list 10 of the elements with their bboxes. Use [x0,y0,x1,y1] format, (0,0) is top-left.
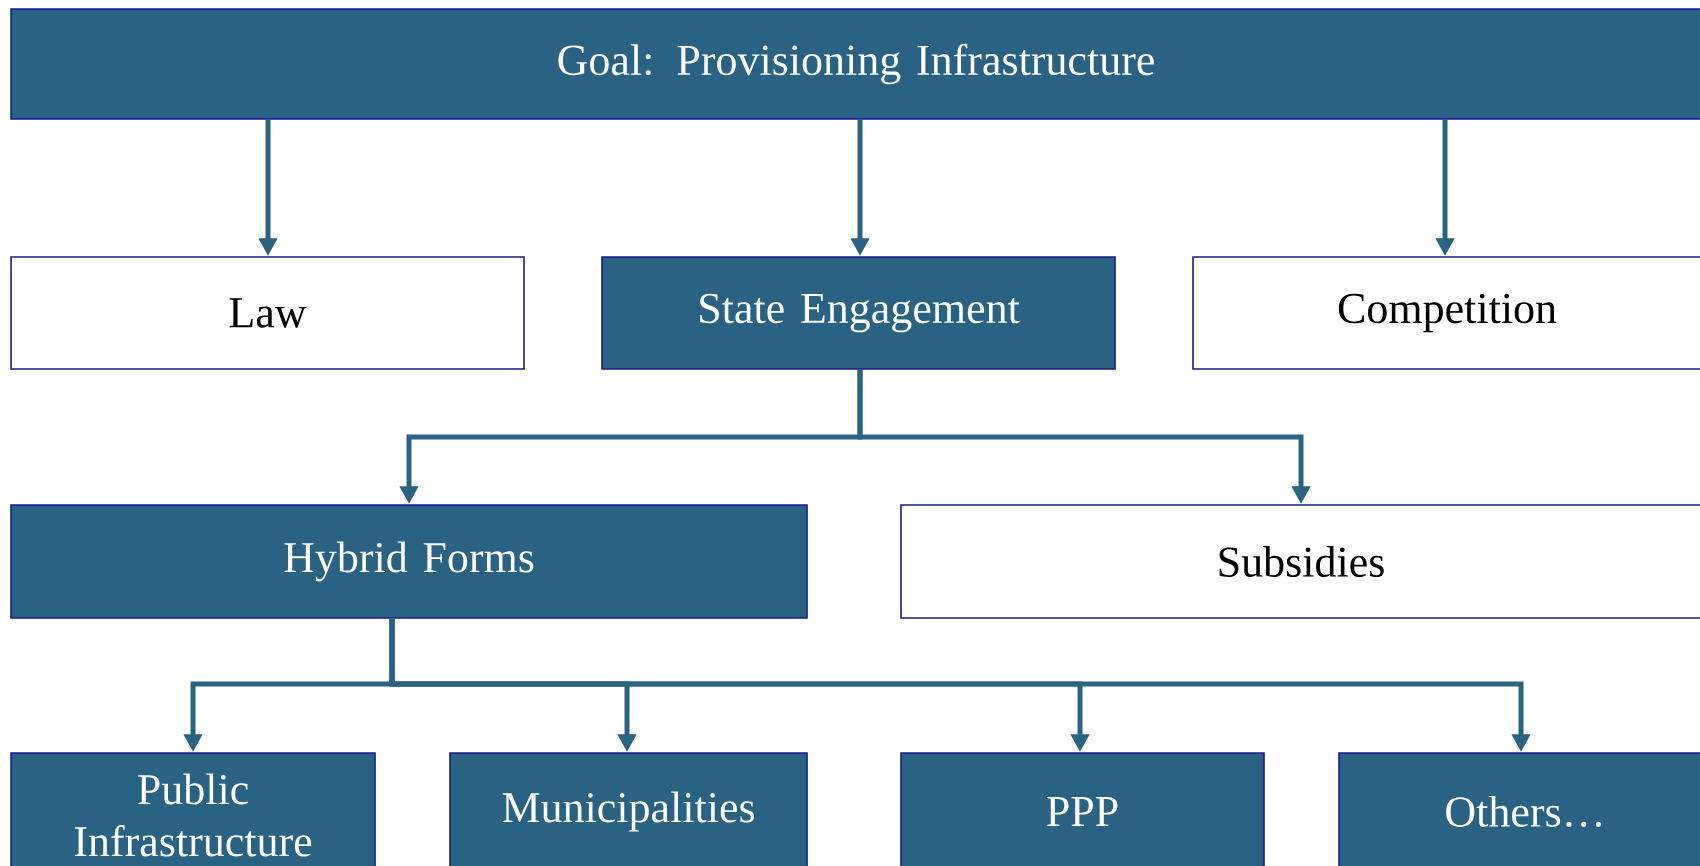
process-box: Law [10,256,525,370]
process-box: Competition [1192,256,1700,370]
process-box: Others… [1338,752,1700,866]
process-box: Goal: Provisioning Infrastructure [10,8,1700,120]
process-box: Municipalities [449,752,808,866]
process-box: Hybrid Forms [10,504,808,619]
process-box: Public Infrastructure [10,752,376,866]
process-box: State Engagement [601,256,1116,370]
process-box: PPP [900,752,1265,866]
process-box: Subsidies [900,504,1700,619]
